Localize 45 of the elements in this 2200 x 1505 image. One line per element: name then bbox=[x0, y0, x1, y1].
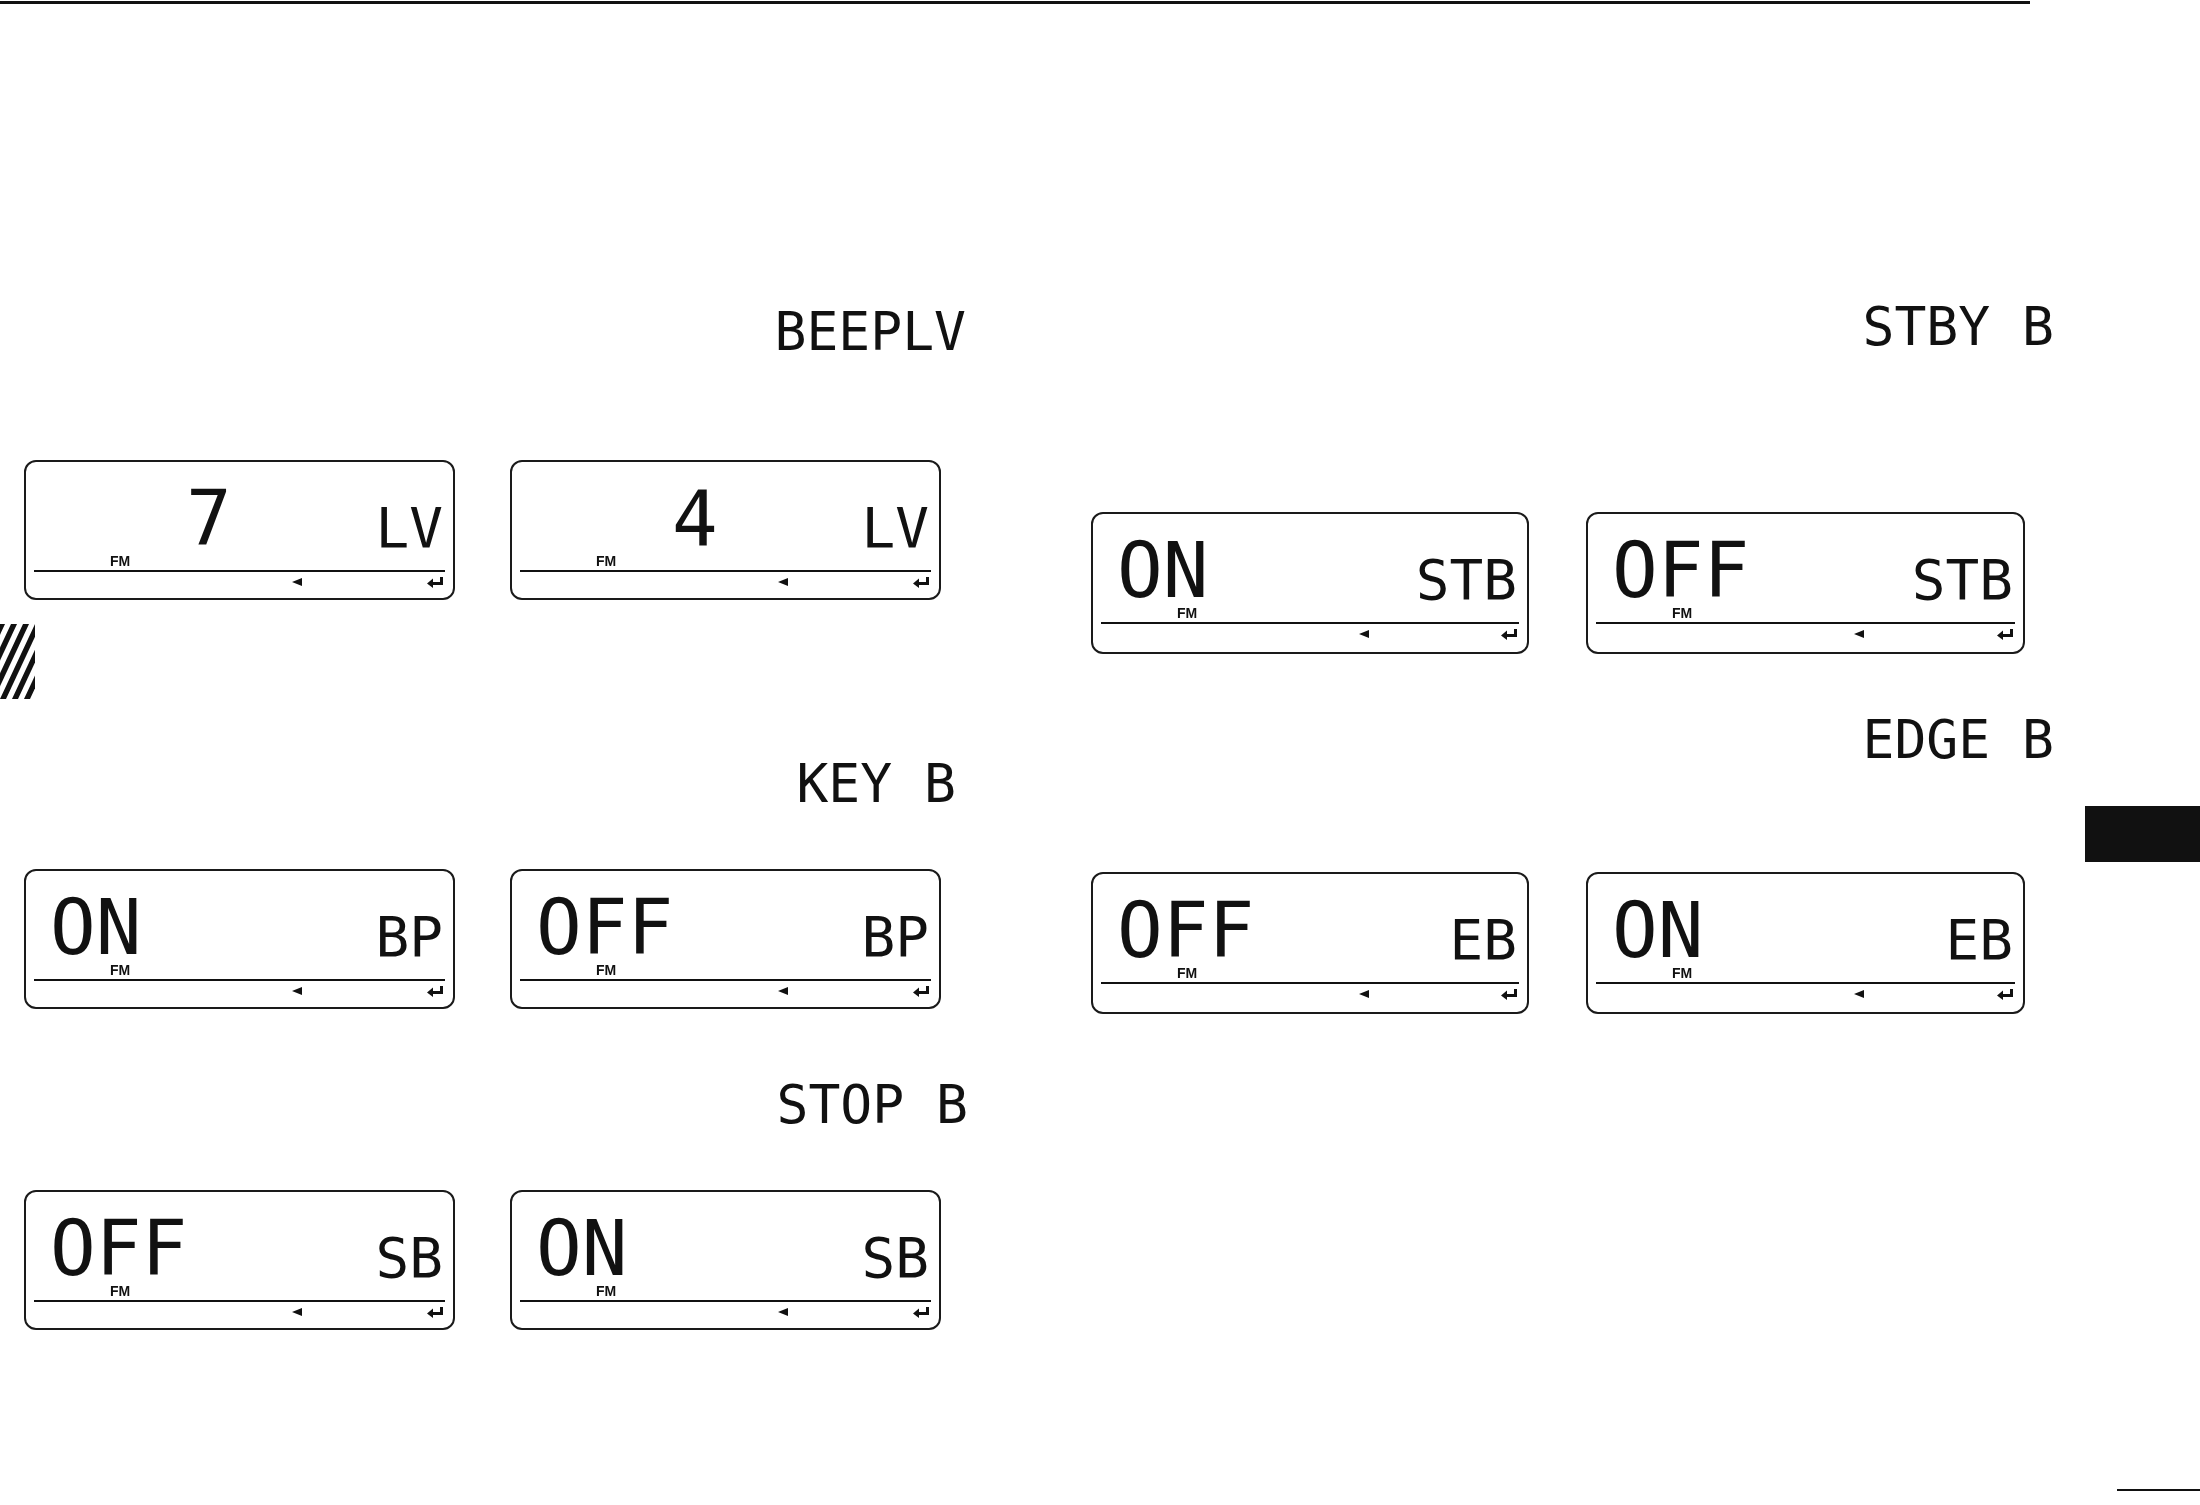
lcd-display bbox=[1091, 512, 1529, 654]
mode-indicator: FM bbox=[1672, 966, 1693, 980]
lcd-display bbox=[1586, 512, 2025, 654]
mode-indicator: FM bbox=[1177, 606, 1198, 620]
display-value: OFF bbox=[1612, 539, 1750, 604]
mode-indicator: FM bbox=[596, 963, 617, 977]
setting-name: KEY B bbox=[796, 757, 956, 810]
mode-indicator: FM bbox=[596, 554, 617, 568]
display-value: 7 bbox=[186, 487, 232, 552]
mode-indicator: FM bbox=[110, 554, 131, 568]
lcd-display bbox=[510, 460, 941, 600]
display-unit: LV bbox=[375, 504, 443, 552]
lcd-display bbox=[24, 869, 455, 1009]
mode-indicator: FM bbox=[596, 1284, 617, 1298]
lcd-display bbox=[510, 869, 941, 1009]
display-unit: BP bbox=[375, 913, 443, 961]
display-value: ON bbox=[50, 896, 142, 961]
lcd-display bbox=[510, 1190, 941, 1330]
display-unit: STB bbox=[1415, 556, 1517, 604]
setting-name: STBY B bbox=[1862, 300, 2054, 353]
mode-indicator: FM bbox=[1177, 966, 1198, 980]
setting-name: BEEPLV bbox=[774, 305, 966, 358]
display-value: OFF bbox=[536, 896, 674, 961]
display-unit: LV bbox=[861, 504, 929, 552]
display-value: OFF bbox=[1117, 899, 1255, 964]
lcd-display bbox=[1091, 872, 1529, 1014]
display-value: ON bbox=[536, 1217, 628, 1282]
lcd-display bbox=[24, 1190, 455, 1330]
display-value: ON bbox=[1612, 899, 1704, 964]
display-unit: SB bbox=[861, 1234, 929, 1282]
display-value: 4 bbox=[672, 487, 718, 552]
setting-name: EDGE B bbox=[1862, 713, 2054, 766]
mode-indicator: FM bbox=[1672, 606, 1693, 620]
lcd-display bbox=[1586, 872, 2025, 1014]
display-unit: BP bbox=[861, 913, 929, 961]
display-value: OFF bbox=[50, 1217, 188, 1282]
display-value: ON bbox=[1117, 539, 1209, 604]
setting-name: STOP B bbox=[776, 1078, 968, 1131]
display-unit: EB bbox=[1449, 916, 1517, 964]
mode-indicator: FM bbox=[110, 963, 131, 977]
lcd-display bbox=[24, 460, 455, 600]
display-unit: SB bbox=[375, 1234, 443, 1282]
mode-indicator: FM bbox=[110, 1284, 131, 1298]
display-unit: EB bbox=[1945, 916, 2013, 964]
display-unit: STB bbox=[1911, 556, 2013, 604]
